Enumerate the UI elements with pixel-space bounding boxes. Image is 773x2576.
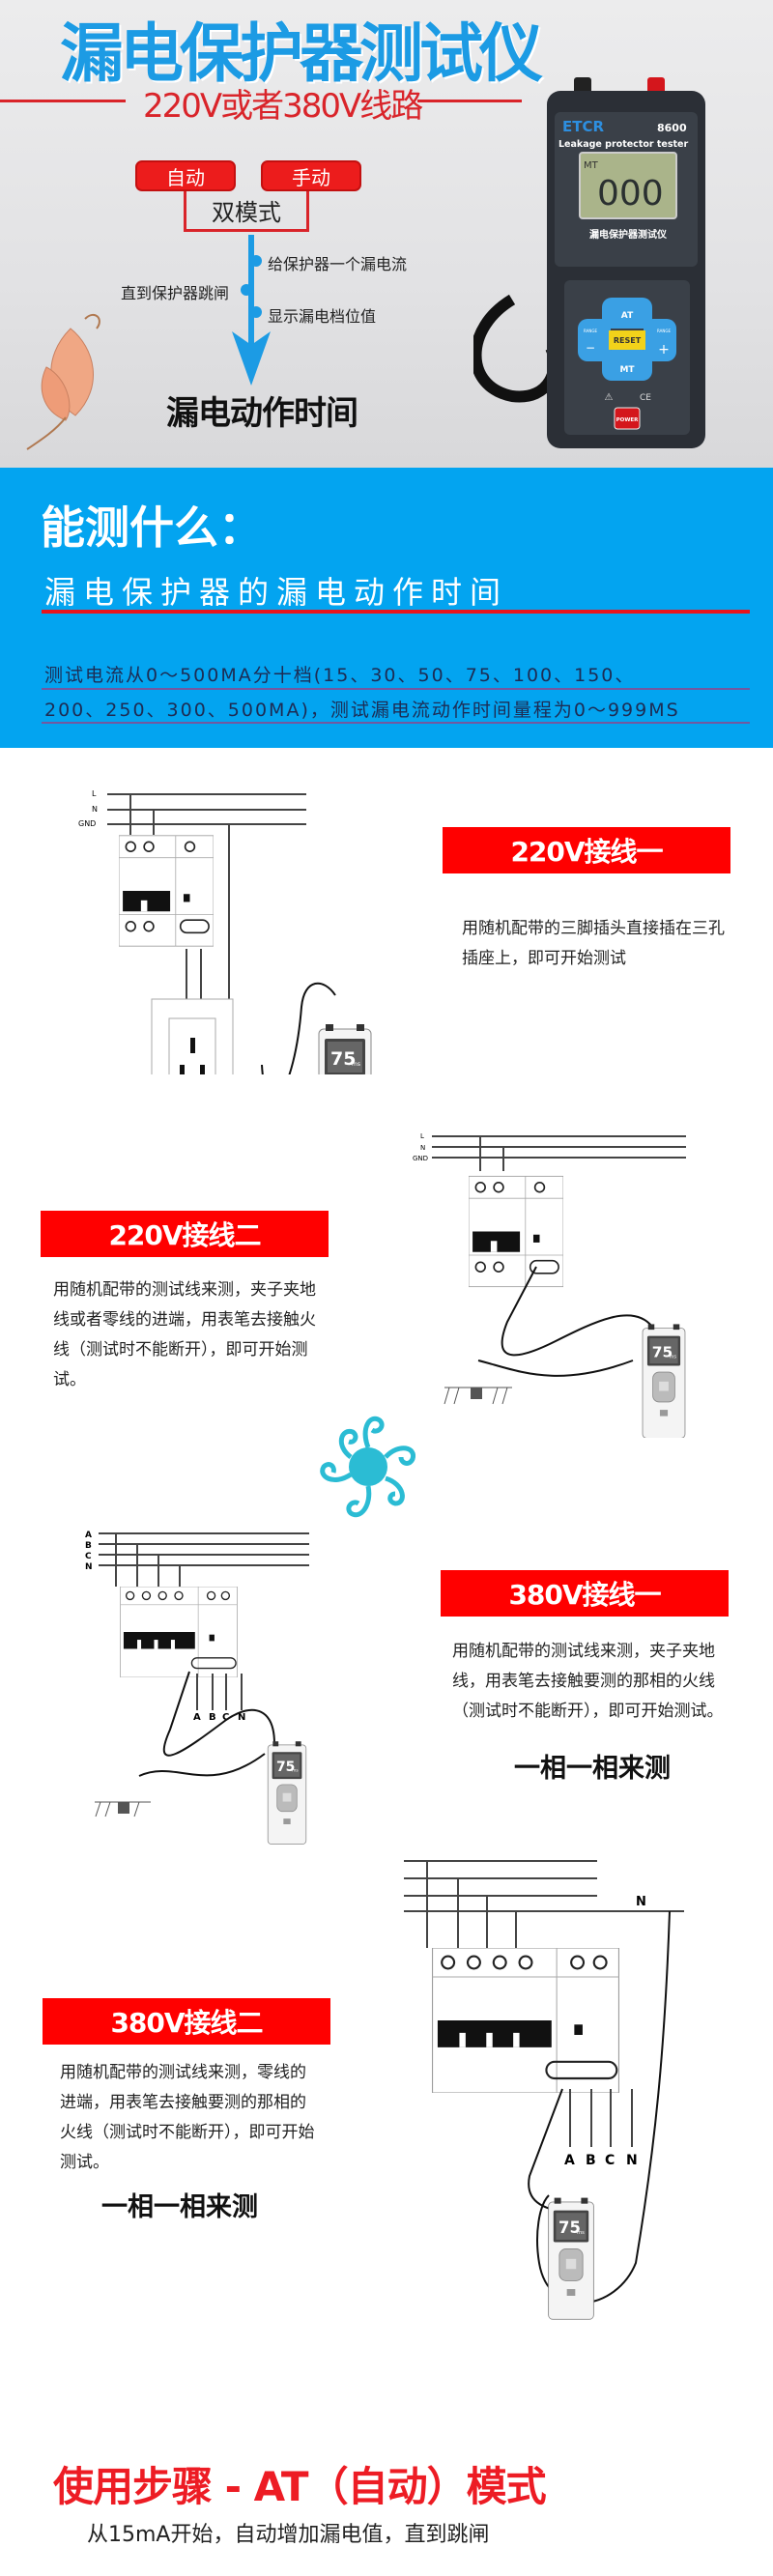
meter-icon — [318, 1023, 372, 1074]
steps-subtitle: 从15mA开始，自动增加漏电值，直到跳闸 — [87, 2523, 490, 2547]
wiring-380v-1-desc: 用随机配带的测试线来测，夹子夹地线，用表笔去接触要测的那相的火线（测试时不能断开… — [452, 1642, 724, 1721]
flow-arrow-icon — [232, 235, 271, 386]
minus-label: − — [586, 341, 595, 355]
wiring-380v-2-note: 一相一相来测 — [101, 2192, 258, 2222]
product-title: 漏电保护器测试仪 — [60, 16, 543, 91]
at-key-label: AT — [621, 311, 634, 321]
power-button-label: POWER — [616, 417, 640, 423]
swirl-flower-decoration-icon — [320, 1416, 416, 1518]
flow-step-1: 给保护器一个漏电流 — [268, 255, 408, 273]
mt-key[interactable] — [602, 350, 652, 381]
capabilities-section: 能测什么： 漏电保护器的漏电动作时间 测试电流从0～500MA分十档(15、30… — [0, 468, 773, 748]
line-label-gnd: GND — [413, 1155, 428, 1162]
line-label-n: N — [92, 805, 98, 814]
spec-divider-2 — [42, 722, 750, 724]
capabilities-title: 能测什么： — [41, 501, 263, 554]
divider-left — [0, 100, 126, 102]
wiring-220v-2-title: 220V接线二 — [41, 1211, 329, 1257]
mode-auto-button[interactable]: 自动 — [135, 160, 236, 191]
spec-line-1: 测试电流从0～500MA分十档(15、30、50、75、100、150、 — [44, 665, 636, 686]
meter-icon — [642, 1323, 686, 1438]
wiring-diagram-220v-2: L N GND — [413, 1132, 686, 1438]
warning-icon: ⚠ — [605, 392, 614, 403]
terminal-label-b: B — [586, 2153, 596, 2168]
range-minus-label: RANGE — [584, 329, 597, 333]
flow-step-2: 直到保护器跳闸 — [121, 284, 230, 302]
reset-key[interactable] — [609, 330, 645, 350]
wiring-380v-1-note: 一相一相来测 — [514, 1754, 671, 1784]
device-name-en: Leakage protector tester — [558, 139, 688, 150]
hero-banner: 漏电保护器测试仪 220V或者380V线路 自动 手动 双模式 给保护器一个漏电… — [0, 0, 773, 468]
terminal-label-c: C — [605, 2153, 615, 2168]
plus-label: + — [658, 342, 670, 358]
device-name-cn: 漏电保护器测试仪 — [589, 228, 668, 241]
breaker-icon — [119, 1587, 239, 1677]
line-label-b: B — [85, 1541, 92, 1551]
capabilities-subtitle: 漏电保护器的漏电动作时间 — [44, 574, 509, 611]
divider-right — [417, 100, 522, 102]
line-label-n: N — [85, 1562, 93, 1572]
line-label-gnd: GND — [78, 819, 96, 828]
line-label-l: L — [420, 1132, 424, 1140]
steps-title: 使用步骤 - AT（自动）模式 — [53, 2463, 547, 2510]
line-label-n: N — [420, 1144, 425, 1152]
dual-mode-label: 双模式 — [184, 191, 309, 232]
wiring-diagram-380v-2: N A B C N — [404, 1860, 684, 2320]
voltage-subtitle: 220V或者380V线路 — [143, 87, 423, 126]
terminal-label-b: B — [209, 1712, 216, 1723]
spec-line-2: 200、250、300、500MA)，测试漏电流动作时间量程为0～999MS — [44, 700, 680, 721]
range-plus-label: RANGE — [657, 329, 671, 333]
ground-rod-icon — [118, 1802, 129, 1814]
line-label-c: C — [85, 1552, 92, 1561]
lcd-value: 000 — [597, 174, 664, 214]
at-key[interactable] — [602, 298, 652, 329]
range-minus-key[interactable] — [578, 319, 611, 361]
power-button[interactable] — [614, 407, 641, 430]
line-label-a: A — [85, 1531, 92, 1540]
reset-key-label: RESET — [614, 336, 642, 345]
wiring-220v-1-desc: 用随机配带的三脚插头直接插在三孔插座上，即可开始测试 — [462, 919, 725, 968]
terminal-label-n: N — [238, 1712, 245, 1723]
lcd-screen — [579, 152, 677, 219]
breaker-icon — [431, 1948, 620, 2093]
flower-decoration-icon — [26, 313, 100, 450]
model-number: 8600 — [657, 122, 687, 134]
wiring-380v-2-title: 380V接线二 — [43, 1998, 330, 2045]
lcd-mode: MT — [584, 160, 599, 171]
wiring-380v-2-desc: 用随机配带的测试线来测，零线的进端，用表笔去接触要测的那相的火线（测试时不能断开… — [60, 2063, 315, 2172]
mt-key-label: MT — [619, 365, 635, 375]
wiring-220v-1-title: 220V接线一 — [443, 827, 730, 873]
wiring-diagram-380v-1: A B C N A B C N — [85, 1531, 309, 1845]
result-label: 漏电动作时间 — [166, 394, 358, 433]
range-plus-key[interactable] — [644, 319, 676, 361]
wiring-380v-1-title: 380V接线一 — [441, 1570, 729, 1617]
mode-manual-button[interactable]: 手动 — [261, 160, 361, 191]
brand-logo: ETCR — [562, 118, 604, 135]
meter-icon — [267, 1740, 307, 1845]
line-label-l: L — [92, 789, 97, 798]
terminal-label-n: N — [626, 2153, 638, 2168]
breaker-icon — [469, 1175, 563, 1288]
line-label-n: N — [636, 1895, 646, 1909]
terminal-label-c: C — [222, 1712, 229, 1723]
wiring-220v-2-desc: 用随机配带的测试线来测，夹子夹地线或者零线的进端，用表笔去接触火线（测试时不能断… — [53, 1280, 316, 1389]
meter-icon — [548, 2197, 594, 2320]
flow-step-3: 显示漏电档位值 — [268, 307, 377, 326]
tester-device-image: ETCR 8600 Leakage protector tester MT 00… — [473, 77, 705, 448]
terminal-label-a: A — [564, 2153, 575, 2168]
ce-mark: CE — [640, 393, 651, 403]
ground-rod-icon — [471, 1388, 482, 1399]
terminal-label-a: A — [193, 1712, 201, 1723]
spec-divider-1 — [42, 688, 750, 690]
red-divider — [42, 610, 750, 614]
breaker-icon — [119, 834, 214, 948]
wiring-diagram-220v-1: L N GND — [78, 789, 372, 1074]
